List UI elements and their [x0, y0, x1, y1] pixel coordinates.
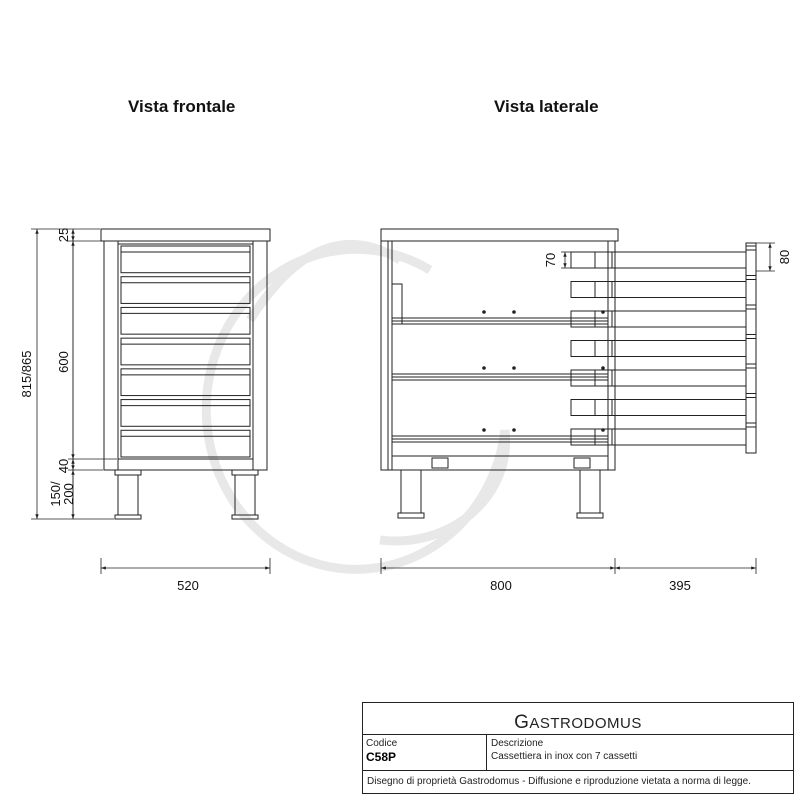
dim-side-depth: 800	[490, 578, 512, 593]
front-foot-left-base	[114, 514, 142, 520]
dimension-lines	[31, 228, 775, 574]
side-worktop	[380, 228, 619, 242]
front-view	[100, 228, 271, 520]
dim-front-width: 520	[177, 578, 199, 593]
side-plinth	[391, 455, 609, 471]
front-worktop	[100, 228, 271, 242]
front-drawer-fronts	[120, 245, 251, 458]
side-drawer-lip-4	[745, 334, 757, 339]
side-drawer-4	[570, 340, 747, 357]
description-cell: Descrizione Cassettiera in inox con 7 ca…	[487, 735, 793, 770]
front-drawer-3	[120, 306, 251, 335]
side-drawer-lip-7	[745, 422, 757, 428]
front-drawer-1	[120, 245, 251, 274]
dim-drawer-front-height: 70	[543, 253, 558, 267]
front-drawer-6	[120, 399, 251, 427]
title-block: GASTRODOMUS Codice C58P Descrizione Cass…	[362, 702, 794, 794]
front-drawer-4	[120, 337, 251, 366]
side-extended-drawers	[570, 245, 757, 446]
description-value: Cassettiera in inox con 7 cassetti	[491, 751, 638, 762]
code-label: Codice	[366, 738, 398, 749]
code-value: C58P	[366, 750, 397, 764]
dim-drawer-pitch: 80	[777, 250, 792, 264]
side-drawer-2	[570, 281, 747, 298]
dim-feet: 150/200	[48, 481, 76, 507]
brand-logo: GASTRODOMUS	[363, 703, 793, 735]
front-foot-right-cap	[231, 469, 259, 476]
side-drawer-lip-5	[745, 363, 757, 369]
title-block-info-row: Codice C58P Descrizione Cassettiera in i…	[363, 735, 793, 771]
side-drawer-1	[570, 251, 747, 269]
dim-overall-height: 815/865	[19, 351, 34, 398]
dim-top-thickness: 25	[56, 228, 71, 242]
front-foot-left	[117, 474, 139, 516]
front-drawer-5	[120, 368, 251, 397]
brand-name: ASTRODOMUS	[529, 715, 642, 732]
front-drawer-2	[120, 276, 251, 304]
dim-drawer-extension: 395	[669, 578, 691, 593]
side-foot-back	[400, 469, 422, 514]
dimension-labels: 815/865 25 600 40 150/200 520 800 395 70…	[19, 228, 792, 593]
watermark-logo	[201, 239, 511, 574]
front-foot-left-cap	[114, 469, 142, 476]
side-drawer-lip-6	[745, 393, 757, 398]
drawer-front-panel-stack	[745, 242, 757, 454]
side-drawer-3	[570, 310, 747, 328]
front-foot-right-base	[231, 514, 259, 520]
side-drawer-6	[570, 399, 747, 416]
side-drawer-rails	[391, 310, 609, 443]
copyright-notice: Disegno di proprietà Gastrodomus - Diffu…	[367, 776, 751, 787]
side-drawer-lip-2	[745, 275, 757, 280]
dim-plinth: 40	[56, 459, 71, 473]
code-cell: Codice C58P	[363, 735, 487, 770]
side-drawer-lip-1	[745, 245, 757, 251]
front-right-panel	[252, 240, 268, 471]
front-cabinet-body	[103, 240, 268, 471]
front-view-title: Vista frontale	[128, 97, 236, 116]
side-drawer-7	[570, 428, 747, 446]
brand-initial: G	[514, 712, 530, 733]
front-plinth	[117, 458, 254, 471]
side-view-title: Vista laterale	[494, 97, 599, 116]
dim-drawer-zone: 600	[56, 351, 71, 373]
side-view	[380, 228, 757, 519]
front-drawer-7	[120, 429, 251, 458]
side-drawer-5	[570, 369, 747, 387]
side-drawer-lip-3	[745, 304, 757, 310]
description-label: Descrizione	[491, 738, 544, 749]
front-left-panel	[103, 240, 119, 471]
side-foot-front	[579, 469, 601, 514]
